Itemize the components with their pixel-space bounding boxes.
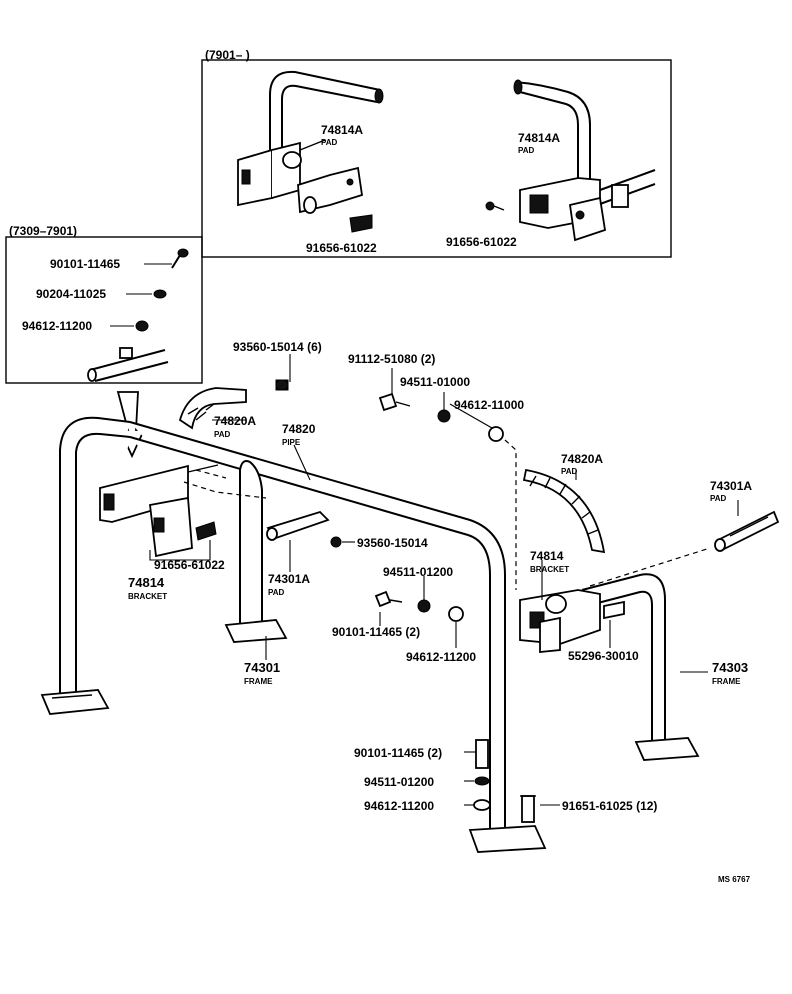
label-74301A-right: 74301A (710, 479, 752, 493)
label-frame-74303: FRAME (712, 677, 741, 686)
label-pipe: PIPE (282, 438, 301, 447)
label-74301: 74301 (244, 660, 280, 675)
label-90101-11465-inset: 90101-11465 (50, 257, 120, 271)
label-pad-74301A-right: PAD (710, 494, 727, 503)
label-94612-11200-mid: 94612-11200 (406, 650, 476, 664)
label-90101-11465-2-low: 90101-11465 (2) (354, 746, 442, 760)
label-94511-01200-low: 94511-01200 (364, 775, 434, 789)
label-90204-11025: 90204-11025 (36, 287, 106, 301)
label-91112-51080-2: 91112-51080 (2) (348, 352, 435, 366)
label-74820A-left: 74820A (214, 414, 256, 428)
label-74814A-left: 74814A (321, 123, 363, 137)
inset-box-left: (7309–7901) 90101-11465 90204-11025 9461… (5, 224, 203, 384)
label-bracket-right: BRACKET (530, 565, 569, 574)
label-74814A-right: 74814A (518, 131, 560, 145)
label-94612-11200-low: 94612-11200 (364, 799, 434, 813)
label-frame-74301: FRAME (244, 677, 273, 686)
label-pad-74814A-right: PAD (518, 146, 535, 155)
drawing-code: MS 6767 (718, 875, 751, 884)
label-bracket-left: BRACKET (128, 592, 167, 601)
inset-left-range: (7309–7901) (9, 224, 77, 238)
label-pad-74820A-left: PAD (214, 430, 231, 439)
label-74301A-center: 74301A (268, 572, 310, 586)
inset-top-range: (7901– ) (205, 48, 250, 62)
label-74814-left: 74814 (128, 575, 165, 590)
label-74820A-right: 74820A (561, 452, 603, 466)
label-74303: 74303 (712, 660, 748, 675)
label-74814-right: 74814 (530, 549, 564, 563)
label-91656-61022-top-left: 91656-61022 (306, 241, 377, 255)
main-assembly: 93560-15014 (6) 91112-51080 (2) 94511-01… (40, 340, 780, 884)
label-94612-11200-inset: 94612-11200 (22, 319, 92, 333)
label-93560-15014-6: 93560-15014 (6) (233, 340, 322, 354)
label-74820: 74820 (282, 422, 316, 436)
label-55296-30010: 55296-30010 (568, 649, 639, 663)
label-91651-61025-12: 91651-61025 (12) (562, 799, 657, 813)
label-91656-61022-main: 91656-61022 (154, 558, 225, 572)
label-pad-74301A-center: PAD (268, 588, 285, 597)
label-90101-11465-2-mid: 90101-11465 (2) (332, 625, 420, 639)
label-94612-11000: 94612-11000 (454, 398, 524, 412)
label-93560-15014: 93560-15014 (357, 536, 428, 550)
label-91656-61022-top-right: 91656-61022 (446, 235, 517, 249)
label-pad-74820A-right: PAD (561, 467, 578, 476)
label-pad-74814A-left: PAD (321, 138, 338, 147)
inset-box-top: (7901– ) 74814A PAD 74814A PAD 91656-610… (201, 48, 672, 258)
label-94511-01000: 94511-01000 (400, 375, 470, 389)
label-94511-01200-mid: 94511-01200 (383, 565, 453, 579)
